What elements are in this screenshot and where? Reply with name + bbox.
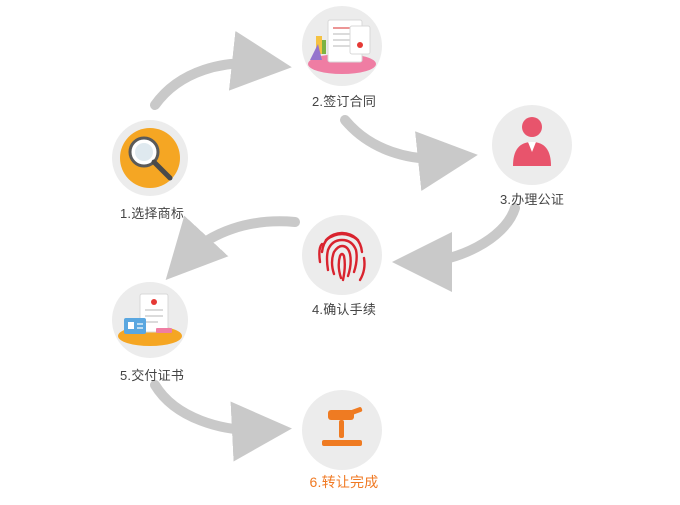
step-5-label: 5.交付证书 [119, 368, 185, 383]
step-4-label: 4.确认手续 [311, 302, 377, 317]
step-6-node [302, 390, 382, 470]
step-3-label: 3.办理公证 [499, 192, 565, 207]
arrow-step5-to-step6 [150, 380, 292, 462]
contract-documents-icon [308, 19, 376, 74]
certificate-icon [118, 293, 182, 346]
arrow-step1-to-step2 [150, 30, 292, 110]
fingerprint-icon [318, 231, 366, 282]
arrow-step3-to-step4 [392, 203, 520, 292]
flow-arrows [150, 30, 520, 462]
arrow-step4-to-step5 [165, 215, 300, 281]
step-3-node [492, 105, 572, 185]
step-2-label: 2.签订合同 [311, 94, 377, 109]
step-5-node [112, 282, 188, 358]
gavel-icon [322, 407, 363, 446]
step-1-node [112, 120, 188, 196]
notary-person-icon [513, 117, 551, 166]
step-6-label: 6.转让完成 [309, 474, 379, 490]
step-2-node [302, 6, 382, 86]
magnifier-icon [128, 136, 173, 181]
arrow-step2-to-step3 [340, 115, 478, 191]
step-4-node [302, 215, 382, 295]
step-1-label: 1.选择商标 [119, 206, 185, 221]
